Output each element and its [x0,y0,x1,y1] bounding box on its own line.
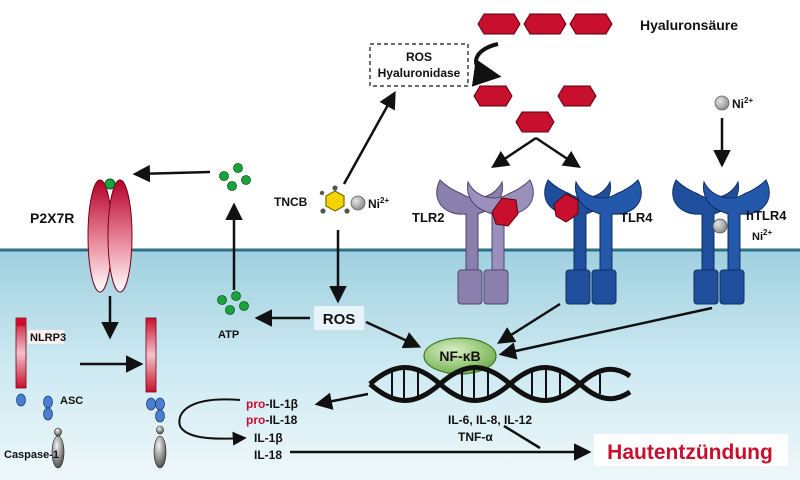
arrow-cytokines-join [503,424,541,450]
arrow-tncb-to-ros-box [342,90,396,185]
label-nlrp3: NLRP3 [30,332,66,344]
label-tlr2: TLR2 [412,210,445,225]
arrow-to-tlr4 [535,136,581,168]
arrow-htlr4-to-nfkb [498,306,713,360]
asc-left [43,395,53,421]
label-ros: ROS [323,311,356,328]
nfkb-complex [423,337,497,375]
label-tnfa: TNF-α [458,430,493,444]
arrow-tlr4-to-nfkb [497,302,561,344]
inflammasome-assembled [145,317,167,469]
label-il1b: IL-1β [254,431,283,445]
label-ni-tncb: Ni2+ [368,196,389,211]
label-tncb: TNCB [274,195,308,209]
hyaluronan-fragments [473,85,597,133]
tlr4-receptor [544,179,642,305]
label-il18: IL-18 [254,448,282,462]
label-p2x7r: P2X7R [30,210,74,226]
label-nfkb: NF-κB [439,348,480,364]
hyaluronan-chain [477,13,613,35]
arrow-ros-to-nfkb [365,320,422,349]
label-ni-htlr4: Ni2+ [752,228,772,243]
asc-left-near-nlrp3 [16,393,26,407]
label-hyaluronidase: Hyaluronidase [378,66,461,80]
label-pro-il1b: pro-IL-1β [246,397,298,411]
label-pro-il18: pro-IL-18 [246,413,298,427]
ros-box [314,306,364,330]
label-hautentzuendung: Hautentzündung [607,441,773,464]
label-asc: ASC [60,395,83,407]
label-cytokines: IL-6, IL-8, IL-12 [448,413,532,427]
nickel-ion-top [714,95,730,111]
arrow-caspase-cleavage [178,398,247,446]
label-ni-top: Ni2+ [732,96,753,111]
p2x7r-receptor [87,178,133,293]
label-caspase1: Caspase-1 [4,449,59,461]
atp-cluster-outer [219,163,251,191]
arrow-atp-to-p2x7r [132,164,211,183]
tlr2-receptor [436,179,534,305]
tncb-molecule [319,185,350,214]
nlrp3-left [15,317,27,389]
inflammation-label-box [594,434,788,466]
caspase1-left [51,427,65,469]
atp-cluster-inner [217,291,249,315]
label-ros-box: ROS [406,50,432,64]
htlr4-receptor [672,179,770,305]
dna-helix [368,365,632,403]
ros-hyaluronidase-box [369,43,469,87]
arrow-to-tlr2 [491,136,537,168]
label-htlr4: hTLR4 [746,208,787,223]
label-atp: ATP [218,329,239,341]
arrow-dna-to-pro-il [314,392,369,410]
fragmentation-arrow [471,42,502,87]
label-tlr4: TLR4 [620,210,653,225]
label-hyaluronsaeure: Hyaluronsäure [640,17,738,33]
nickel-ion-tncb [350,195,366,211]
